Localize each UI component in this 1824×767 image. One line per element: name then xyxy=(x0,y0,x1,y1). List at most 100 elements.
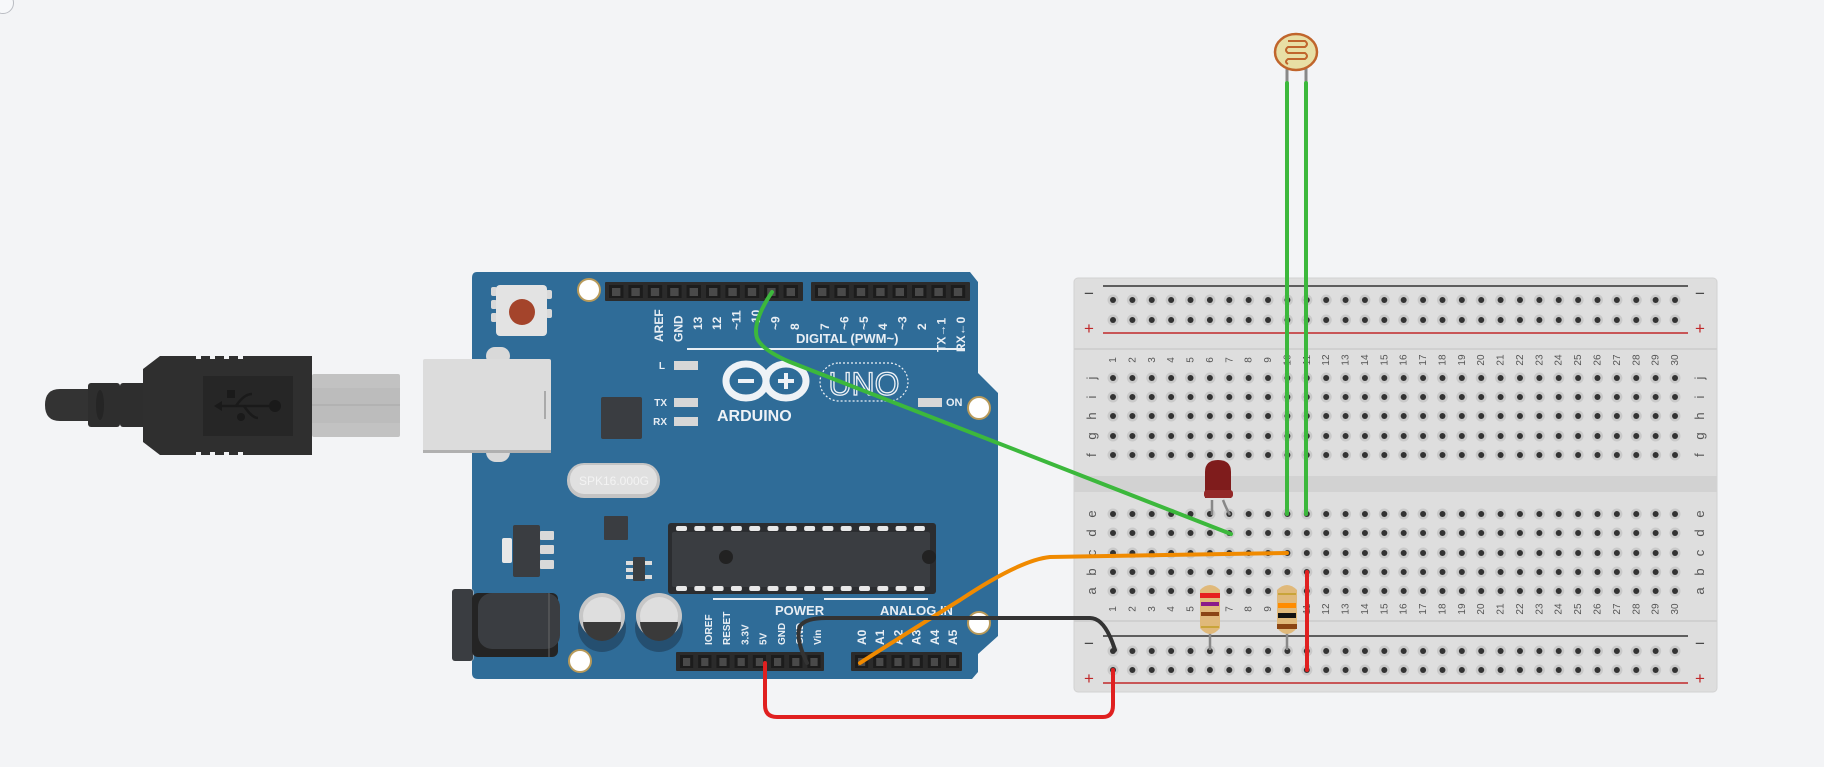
power-header-label: POWER xyxy=(775,603,825,618)
wire-pin9-to-d7[interactable] xyxy=(754,290,1233,536)
breadboard-hole-center xyxy=(1420,530,1427,536)
rail-hole-center xyxy=(1245,667,1252,673)
rail-hole-center xyxy=(1206,317,1213,323)
breadboard-hole-center xyxy=(1381,511,1388,517)
breadboard-hole-center xyxy=(1342,452,1349,458)
column-label: 15 xyxy=(1379,603,1390,615)
column-label: 22 xyxy=(1515,354,1526,366)
rail-hole-center xyxy=(1168,317,1175,323)
wire-5v-to-rail-plus[interactable] xyxy=(763,661,1115,719)
breadboard-hole-center xyxy=(1245,530,1252,536)
rail-hole-center xyxy=(1187,648,1194,654)
breadboard-hole-center xyxy=(1458,394,1465,400)
rail-hole-center xyxy=(1555,317,1562,323)
rail-hole-center xyxy=(1633,667,1640,673)
row-label: b xyxy=(1692,568,1707,575)
breadboard-hole-center xyxy=(1458,452,1465,458)
column-label: 25 xyxy=(1573,354,1584,366)
header-pin-socket xyxy=(701,658,709,666)
breadboard-hole-center xyxy=(1613,511,1620,517)
usb-chip xyxy=(601,397,642,439)
rail-hole-center xyxy=(1245,317,1252,323)
rail-hole-center xyxy=(1381,648,1388,654)
breadboard-hole-center xyxy=(1555,413,1562,419)
resistor-1[interactable] xyxy=(1200,585,1220,650)
breadboard-hole-center xyxy=(1323,511,1330,517)
led-red[interactable] xyxy=(1204,460,1233,516)
breadboard-hole-center xyxy=(1458,511,1465,517)
pin-label: GND xyxy=(671,315,685,342)
breadboard-hole-center xyxy=(1245,394,1252,400)
header-pin-socket xyxy=(670,288,679,296)
header-pin-socket xyxy=(774,658,782,666)
usb-icon xyxy=(214,390,281,421)
chip-pin xyxy=(877,586,889,591)
breadboard-hole-center xyxy=(1439,413,1446,419)
breadboard-hole-center xyxy=(1478,375,1485,381)
rail-hole-center xyxy=(1439,317,1446,323)
breadboard-hole-center xyxy=(1420,588,1427,594)
header-pin-socket xyxy=(786,288,795,296)
usb-cable[interactable] xyxy=(45,356,400,455)
breadboard-hole-center xyxy=(1361,375,1368,381)
photoresistor[interactable] xyxy=(1273,32,1319,83)
breadboard-hole-center xyxy=(1536,569,1543,575)
rail-hole-center xyxy=(1575,667,1582,673)
resistor-band xyxy=(1200,593,1220,598)
column-label: 3 xyxy=(1147,357,1158,363)
breadboard-hole-center xyxy=(1265,394,1272,400)
column-label: 4 xyxy=(1166,606,1177,612)
breadboard-hole-center xyxy=(1652,452,1659,458)
wire-a0-to-c10[interactable] xyxy=(858,551,1289,665)
breadboard-hole-center xyxy=(1652,511,1659,517)
breadboard-hole-center xyxy=(1633,569,1640,575)
breadboard-hole-center xyxy=(1458,433,1465,439)
breadboard-hole-center xyxy=(1361,433,1368,439)
breadboard-hole-center xyxy=(1633,530,1640,536)
breadboard-hole-center xyxy=(1652,588,1659,594)
rail-hole-center xyxy=(1536,297,1543,303)
reset-button[interactable] xyxy=(491,285,552,336)
chip-pin xyxy=(676,526,687,531)
chip-pin xyxy=(676,586,687,591)
pin-label: 2 xyxy=(915,323,929,330)
rail-hole-center xyxy=(1342,317,1349,323)
rail-hole-center xyxy=(1575,648,1582,654)
rail-hole-center xyxy=(1245,297,1252,303)
rail-hole-center xyxy=(1652,317,1659,323)
pin-label: GND xyxy=(777,623,788,645)
chip-pin xyxy=(913,526,925,531)
wire-gnd-to-rail-minus[interactable] xyxy=(796,616,1117,665)
breadboard-hole-center xyxy=(1478,394,1485,400)
rail-hole-center xyxy=(1400,317,1407,323)
breadboard-hole-center xyxy=(1536,550,1543,556)
breadboard-hole-center xyxy=(1575,375,1582,381)
header-pin-socket xyxy=(876,288,885,296)
column-label: 2 xyxy=(1127,606,1138,612)
breadboard-hole-center xyxy=(1458,413,1465,419)
resistor-2[interactable] xyxy=(1277,585,1297,650)
breadboard-hole-center xyxy=(1497,394,1504,400)
column-label: 13 xyxy=(1341,354,1352,366)
arduino-uno-board[interactable]: SPK16.000G xyxy=(423,272,998,679)
breadboard-hole-center xyxy=(1265,433,1272,439)
breadboard-hole-center xyxy=(1594,433,1601,439)
breadboard-hole-center xyxy=(1420,550,1427,556)
breadboard-hole-center xyxy=(1284,569,1291,575)
breadboard-hole-center xyxy=(1652,394,1659,400)
row-label: f xyxy=(1084,453,1099,457)
breadboard-hole-center xyxy=(1672,550,1679,556)
breadboard-hole-center xyxy=(1478,530,1485,536)
breadboard[interactable]: −−++−−++ 1122334455667788991010111112121… xyxy=(1073,277,1718,693)
arduino-logo-text: ARDUINO xyxy=(717,408,792,425)
chip-pin xyxy=(785,526,797,531)
atmega-chip xyxy=(668,523,936,594)
chip-pin xyxy=(877,526,889,531)
row-label: c xyxy=(1692,549,1707,556)
chip-pin xyxy=(730,526,742,531)
column-label: 21 xyxy=(1496,354,1507,366)
arduino-logo-icon xyxy=(722,360,810,402)
breadboard-hole-center xyxy=(1633,588,1640,594)
column-label: 24 xyxy=(1554,603,1565,615)
